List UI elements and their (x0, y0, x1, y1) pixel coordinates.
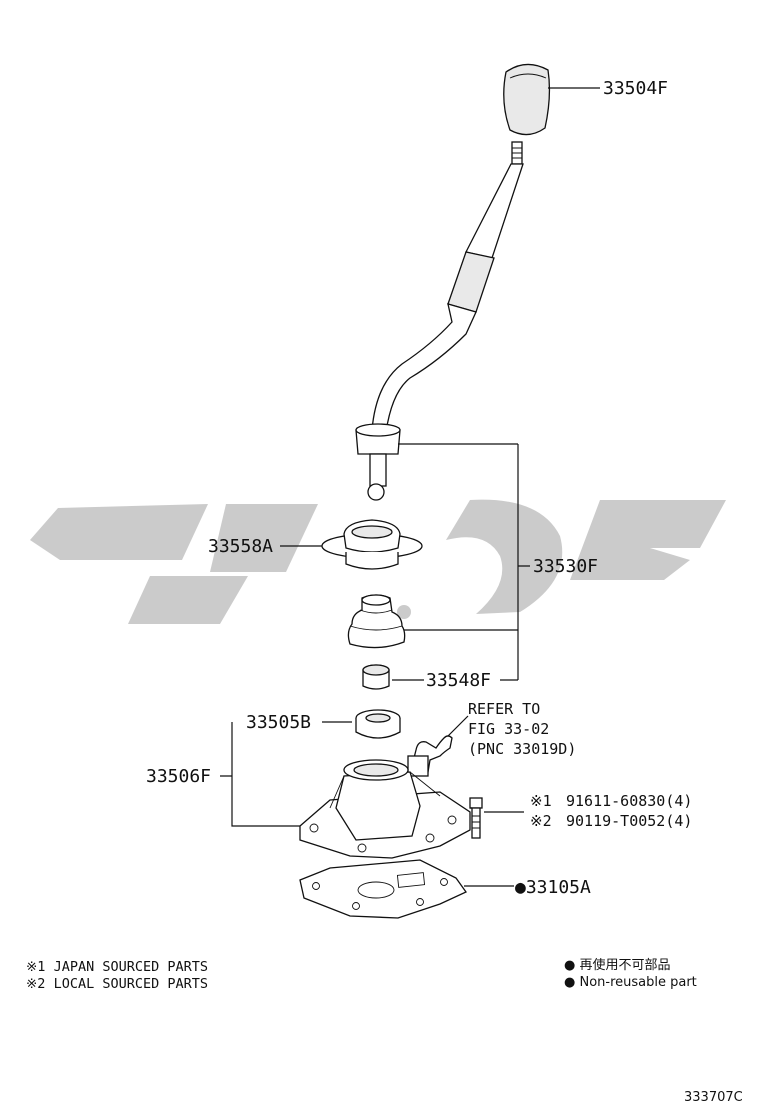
label-seat: 33558A (208, 536, 273, 557)
label-gasket: ●33105A (515, 877, 591, 898)
label-bushing: 33548F (426, 670, 491, 691)
mounting-bolt (469, 797, 483, 839)
leader-refer (447, 715, 469, 737)
breather-pipe (407, 735, 453, 777)
label-housing: 33506F (146, 766, 211, 787)
note-non-reusable-en: ● Non-reusable part (564, 975, 697, 990)
retainer-ring (355, 709, 401, 739)
bushing (362, 664, 390, 690)
bolt-part-2: 90119-T0052(4) (566, 812, 692, 830)
shift-boot (347, 594, 406, 649)
bracket-lever-assy (517, 444, 530, 680)
leader-bolt (470, 807, 524, 813)
figure-id: 333707C (684, 1090, 743, 1105)
shift-lever (355, 141, 524, 501)
refer-line-1: REFER TO (468, 700, 540, 718)
shift-housing (299, 759, 471, 859)
refer-line-2: FIG 33-02 (468, 720, 549, 738)
lever-seat (321, 519, 423, 570)
bolt-mark-1: ※1 (530, 792, 552, 810)
shift-knob (503, 63, 551, 136)
label-retainer: 33505B (246, 712, 311, 733)
watermark-logo (30, 499, 726, 624)
label-knob: 33504F (603, 78, 668, 99)
label-lever-assy: 33530F (533, 556, 598, 577)
refer-line-3: (PNC 33019D) (468, 740, 576, 758)
bolt-part-1: 91611-60830(4) (566, 792, 692, 810)
note-japan-sourced: ※1 JAPAN SOURCED PARTS (26, 959, 208, 975)
bracket-housing (220, 722, 300, 827)
bolt-mark-2: ※2 (530, 812, 552, 830)
note-local-sourced: ※2 LOCAL SOURCED PARTS (26, 976, 208, 992)
housing-gasket (299, 859, 467, 919)
note-non-reusable-jp: ● 再使用不可部品 (564, 957, 670, 973)
